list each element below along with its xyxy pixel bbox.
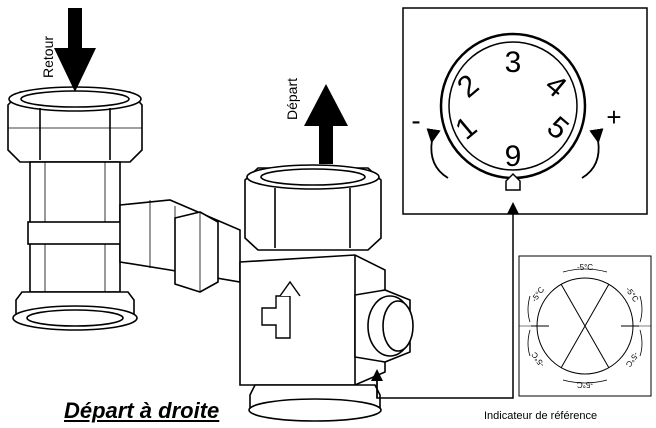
indicator-mark-top: -5°C xyxy=(577,263,593,272)
dial-pointer-icon xyxy=(505,172,521,191)
right-valve-body xyxy=(239,164,414,422)
label-indicateur-de-reference: Indicateur de référence xyxy=(484,410,598,422)
label-retour: Retour xyxy=(40,35,56,78)
indicator-mark-bottom: -5°C xyxy=(577,380,593,389)
left-tee-fitting xyxy=(7,86,241,331)
dial-number-3: 3 xyxy=(505,46,522,79)
label-depart: Départ xyxy=(284,77,300,120)
supply-arrow-icon xyxy=(304,84,348,126)
reference-indicator: -5°C -5°C -5°C -5°C -5°C -5°C xyxy=(518,255,652,397)
dial-number-9: 9 xyxy=(505,140,522,173)
return-arrow-icon xyxy=(54,48,96,92)
dial-minus: - xyxy=(411,105,420,136)
flow-arrows xyxy=(54,8,348,164)
leader-lines xyxy=(371,202,519,399)
dial-plus: + xyxy=(606,102,621,132)
caption-depart-a-droite: Départ à droite xyxy=(64,398,220,423)
setting-dial: 3 2 4 1 5 9 - + xyxy=(402,7,648,215)
